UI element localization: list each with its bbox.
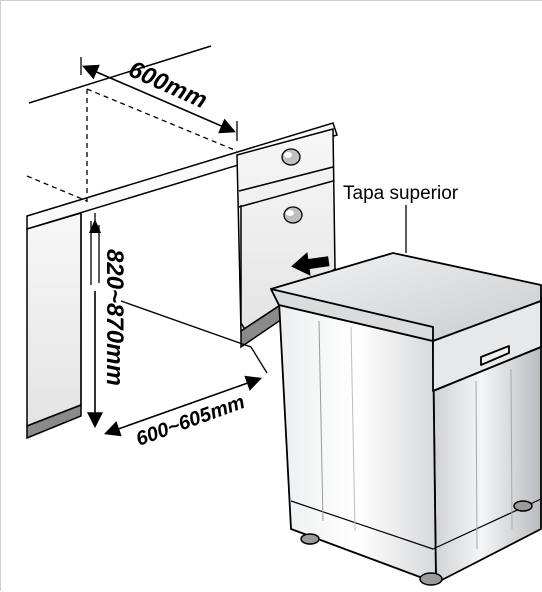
insert-arrow-icon: [291, 252, 330, 276]
depth-dimension: 600~605mm: [103, 346, 268, 451]
door-handle: [480, 345, 510, 366]
dishwasher-feet: [300, 500, 533, 586]
dishwasher: [270, 252, 542, 584]
top-cover-callout: Tapa superior: [343, 183, 459, 253]
height-label: 820~870mm: [101, 249, 128, 386]
knob-icon: [281, 148, 301, 166]
height-dimension: 820~870mm: [87, 213, 128, 429]
niche-floor-lines: [80, 213, 252, 405]
width-dimension: 600mm: [80, 56, 238, 141]
top-cover-label: Tapa superior: [343, 183, 459, 204]
width-label: 600mm: [125, 56, 212, 114]
depth-label: 600~605mm: [133, 391, 248, 451]
knob-icon: [283, 206, 303, 224]
